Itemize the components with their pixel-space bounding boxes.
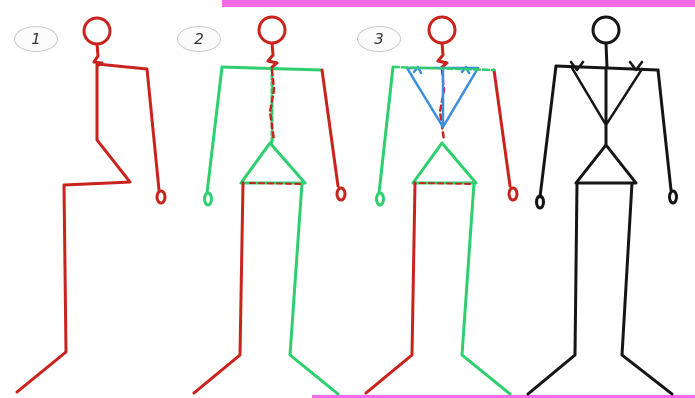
right-arm-line <box>658 70 671 190</box>
torso-leg-line <box>17 64 130 392</box>
right-hand-oval <box>157 191 165 203</box>
right-hand-oval <box>509 188 517 200</box>
right-leg-line <box>290 183 338 394</box>
head-circle <box>429 17 455 43</box>
head-circle <box>84 18 110 44</box>
figure-step-2 <box>194 17 345 394</box>
figure-step-3 <box>366 17 517 394</box>
right-hand-oval <box>337 188 345 200</box>
neck-line <box>268 43 277 67</box>
neck-line <box>606 43 607 68</box>
left-leg-line <box>366 183 415 393</box>
right-leg-line <box>462 183 510 394</box>
left-arm-line <box>207 67 222 193</box>
pelvis-triangle <box>413 143 476 183</box>
left-arm-line <box>379 67 393 193</box>
right-hand-oval <box>670 191 677 203</box>
pelvis-triangle <box>241 143 305 183</box>
right-arm-line <box>97 64 159 190</box>
left-arm-line <box>540 66 556 197</box>
left-hand-oval <box>205 193 212 205</box>
head-circle <box>259 17 285 43</box>
figure-step-1 <box>17 18 165 392</box>
right-leg-line <box>622 183 672 394</box>
figure-final <box>528 17 677 394</box>
right-arm-line <box>494 70 510 186</box>
neck-line <box>438 43 447 67</box>
left-leg-line <box>194 183 243 393</box>
right-arm-line <box>322 70 338 186</box>
pelvis-triangle <box>576 145 636 183</box>
head-circle <box>593 17 619 43</box>
left-leg-line <box>528 183 577 394</box>
left-hand-oval <box>377 193 384 205</box>
